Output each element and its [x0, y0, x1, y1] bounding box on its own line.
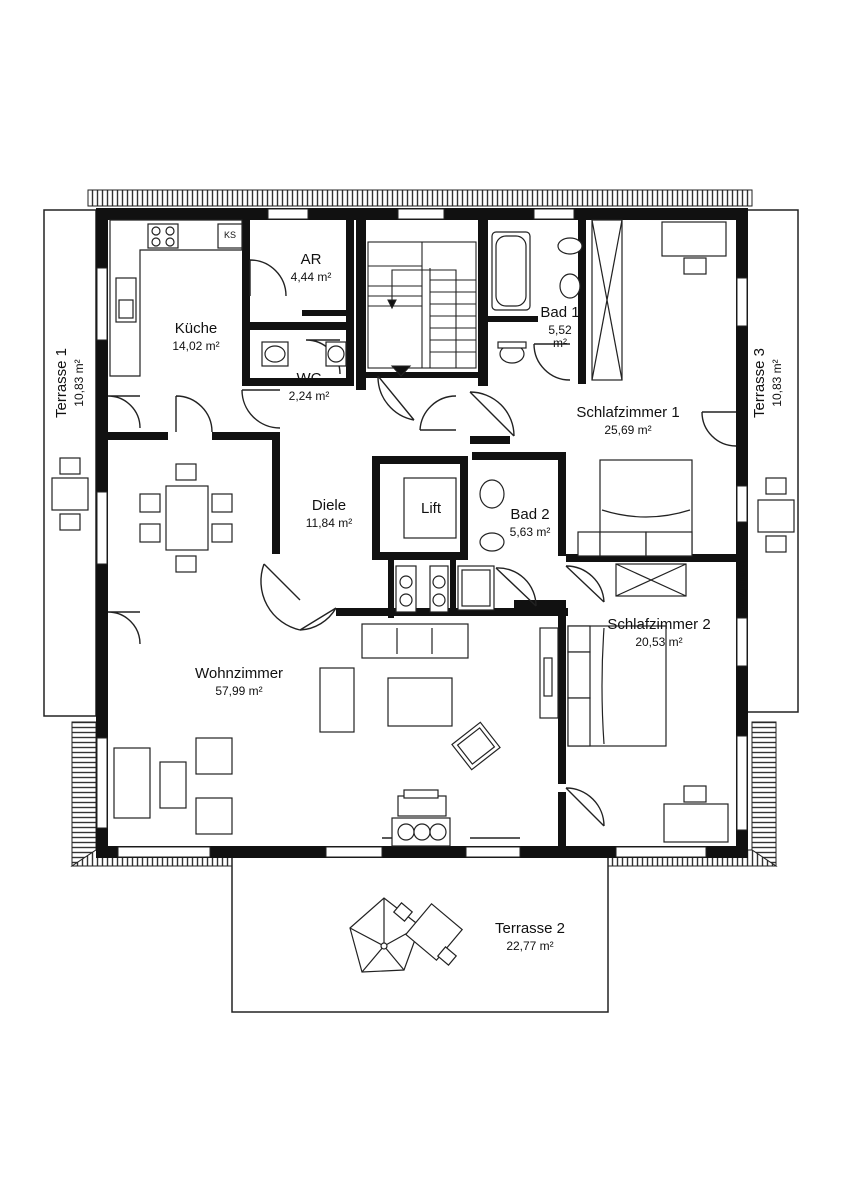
room-area: 10,83 m² — [769, 359, 784, 407]
room-area: 25,69 m² — [604, 422, 652, 437]
room-label-bad2: Bad 2 5,63 m² — [510, 506, 551, 540]
windows — [96, 208, 748, 858]
room-name: Schlafzimmer 2 — [607, 616, 711, 633]
room-name: Bad 1 — [540, 304, 580, 321]
room-name: Terrasse 3 — [751, 347, 768, 419]
staircase — [367, 241, 477, 377]
chair-icon — [683, 257, 707, 275]
room-area: 20,53 m² — [635, 634, 683, 649]
room-label-schlafzimmer2: Schlafzimmer 2 20,53 m² — [607, 616, 710, 650]
sofa-icon — [113, 747, 151, 819]
room-area: 22,77 m² — [506, 938, 554, 953]
bedroom-furniture — [567, 221, 729, 843]
room-label-diele: Diele 11,84 m² — [306, 497, 352, 531]
entrance-arrow-icon — [390, 365, 412, 377]
room-area: 2,24 m² — [288, 388, 330, 403]
toilet-icon — [479, 532, 505, 552]
room-label-terrasse1: Terrasse 1 10,83 m² — [53, 333, 91, 433]
room-name: AR — [300, 251, 322, 268]
room-name: Terrasse 2 — [494, 920, 566, 937]
armchair-icon — [195, 797, 233, 835]
sofa-icon — [319, 667, 355, 733]
terraces — [43, 209, 799, 1013]
room-name: Terrasse 1 — [53, 347, 70, 419]
interior-walls — [96, 220, 736, 848]
room-name: Schlafzimmer 1 — [576, 404, 680, 421]
terrace-table-icon — [51, 477, 89, 511]
room-label-schlafzimmer1: Schlafzimmer 1 25,69 m² — [576, 404, 679, 438]
washbasin-icon — [559, 273, 581, 299]
sanitary-fixtures — [261, 231, 583, 613]
room-name: Diele — [311, 497, 347, 514]
room-name: Lift — [420, 500, 442, 517]
stair-arrow-icon — [387, 299, 397, 310]
dining-table-icon — [165, 485, 209, 551]
chair-icon — [683, 785, 707, 803]
kitchen-furniture — [109, 219, 243, 377]
terrace-table-icon — [757, 499, 795, 533]
desk-icon — [661, 221, 727, 257]
room-area: 4,44 m² — [290, 269, 332, 284]
wardrobes — [539, 219, 687, 719]
room-label-terrasse3: Terrasse 3 10,83 m² — [751, 333, 789, 433]
terrasse-3-outline — [741, 209, 799, 713]
room-area: 5,52 — [548, 322, 572, 337]
exterior-walls — [96, 208, 748, 858]
terrace-furniture — [51, 457, 795, 973]
desk-icon — [663, 803, 729, 843]
fridge-label: KS — [223, 230, 237, 240]
watermark: Immogrundriss — [737, 560, 747, 613]
room-area: 10,83 m² — [71, 359, 86, 407]
armchair-icon — [195, 737, 233, 775]
room-label-terrasse2: Terrasse 2 22,77 m² — [495, 920, 565, 954]
toilet-icon — [557, 237, 583, 255]
terrace-table-icon — [404, 902, 464, 962]
room-label-bad1: Bad 1 5,52 m² — [540, 304, 579, 349]
room-name: Küche — [174, 320, 218, 337]
room-name: Bad 2 — [510, 506, 550, 523]
room-name: Wohnzimmer — [194, 665, 284, 682]
room-area: 14,02 m² — [172, 338, 220, 353]
room-label-wohnzimmer: Wohnzimmer 57,99 m² — [195, 665, 283, 699]
doors — [107, 259, 737, 839]
room-label-ar: AR 4,44 m² — [291, 251, 332, 285]
fridge-icon — [217, 223, 243, 249]
room-area: 11,84 m² — [305, 515, 353, 530]
room-label-kueche: Küche 14,02 m² — [172, 320, 219, 354]
living-furniture — [113, 463, 501, 847]
room-label-lift: Lift — [421, 500, 441, 519]
coffee-table-icon — [387, 677, 453, 727]
room-area: 5,63 m² — [509, 524, 551, 539]
side-table-icon — [159, 761, 187, 809]
room-area-unit: m² — [552, 335, 567, 350]
lift-cabin — [403, 477, 457, 539]
room-area: 57,99 m² — [215, 683, 263, 698]
room-label-wc: WC 2,24 m² — [289, 370, 330, 404]
room-name: WC — [296, 370, 322, 387]
washbasin-icon — [479, 479, 505, 509]
sofa-icon — [361, 623, 469, 659]
